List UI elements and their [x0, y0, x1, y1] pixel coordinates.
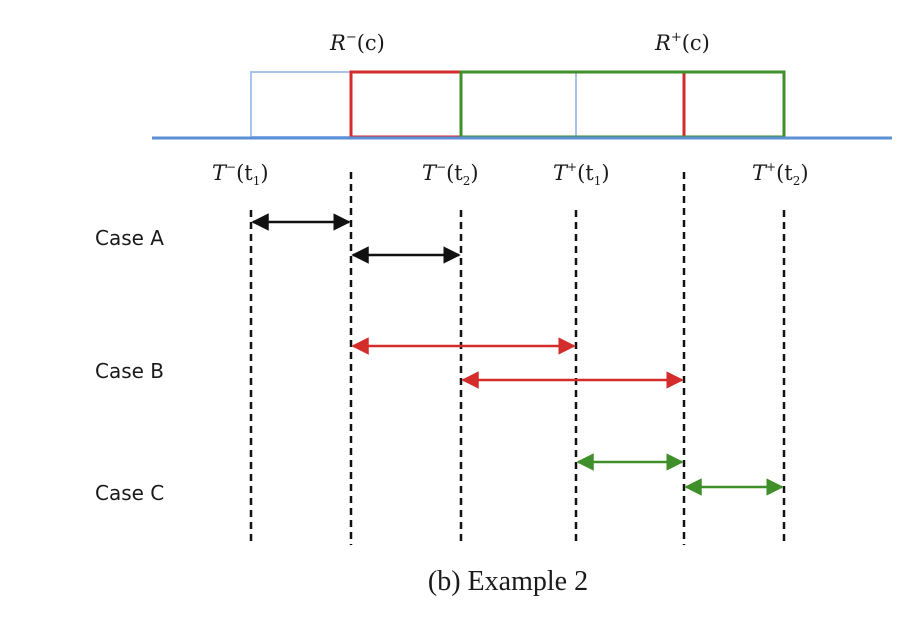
time-label-t-minus-1: T−(t1)	[212, 160, 269, 188]
time-label-t-plus-2: T+(t2)	[752, 160, 809, 188]
light-blue-box-left	[250, 71, 352, 138]
figure-caption: (b) Example 2	[428, 566, 588, 597]
red-box	[349, 70, 686, 139]
region-boxes	[250, 70, 786, 139]
region-label-right: R+(c)	[654, 30, 710, 55]
case-a-label: Case A	[95, 226, 164, 250]
time-label-t-minus-2: T−(t2)	[422, 160, 479, 188]
time-label-t-plus-1: T+(t1)	[553, 160, 610, 188]
dashed-guides	[249, 172, 786, 545]
green-box	[459, 70, 786, 139]
region-label-left: R−(c)	[329, 30, 385, 55]
case-b-label: Case B	[95, 359, 164, 383]
case-c-label: Case C	[95, 481, 164, 505]
